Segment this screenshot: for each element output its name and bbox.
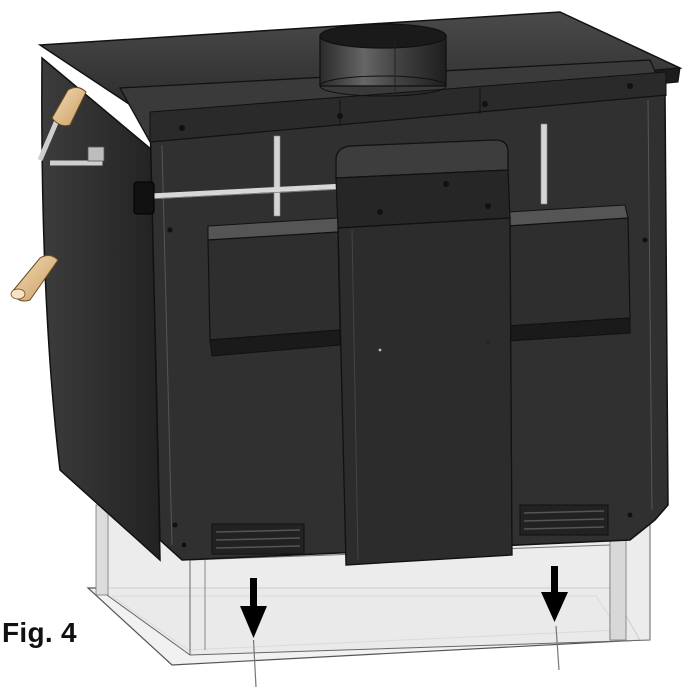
support-bar-left (273, 135, 281, 217)
stand-leg-right (609, 539, 627, 641)
screw (443, 181, 449, 187)
vent-slat (523, 526, 605, 530)
lever-block (133, 181, 155, 215)
vent-slat (215, 545, 301, 549)
arrow-down-left (240, 578, 267, 688)
arrow-shaft (250, 578, 257, 608)
lower-vent-left (211, 523, 305, 555)
vent-slat (523, 510, 605, 514)
fastener-line (252, 639, 257, 688)
flue-base (319, 75, 447, 97)
screw (378, 348, 382, 352)
screw (627, 512, 633, 518)
vent-slat (215, 537, 301, 541)
stand-leg-left (95, 504, 109, 596)
screw (167, 227, 173, 233)
support-bar-right (540, 123, 548, 205)
screw (482, 101, 488, 107)
crank-arm (37, 117, 61, 161)
box-front (207, 231, 341, 341)
box-front (507, 217, 631, 327)
screw (181, 542, 187, 548)
screw (485, 203, 491, 209)
convection-duct (335, 139, 513, 566)
damper-rod-assembly (37, 117, 346, 215)
screw (377, 209, 383, 215)
duct-side-edge (351, 229, 359, 561)
flue-collar (319, 23, 447, 97)
panel-left-edge (161, 144, 173, 546)
rod-clamp (87, 146, 105, 162)
screw (627, 83, 633, 89)
long-rod-outline (149, 188, 346, 200)
vent-slat (215, 529, 301, 533)
handle-grip (51, 86, 87, 127)
stove-left-side (41, 56, 161, 562)
figure-label: Fig. 4 (2, 617, 77, 648)
fastener-line (555, 625, 560, 671)
arrow-head (240, 606, 267, 638)
box-bottom-band (209, 329, 341, 357)
left-shield-box (207, 217, 341, 357)
vent-slat (523, 518, 605, 522)
lower-vent-right (519, 504, 609, 536)
duct-body (337, 217, 513, 566)
top-cover (37, 11, 682, 143)
flue-opening (319, 23, 447, 49)
screw (337, 113, 343, 119)
screw (179, 125, 185, 131)
wooden-handle-upper (51, 86, 87, 127)
top-heat-shield-face (149, 71, 667, 143)
panel-right-edge (647, 99, 653, 511)
screw (642, 237, 648, 243)
wooden-handle-lower (10, 254, 59, 302)
duct-cap (335, 139, 509, 179)
screw (486, 340, 490, 344)
arrow-down-right (541, 566, 568, 671)
long-rod (149, 183, 346, 199)
screw (172, 522, 178, 528)
handle-end-cap (10, 288, 26, 300)
arrow-shaft (551, 566, 558, 594)
right-shield-box (507, 204, 631, 342)
arrow-head (541, 592, 568, 622)
